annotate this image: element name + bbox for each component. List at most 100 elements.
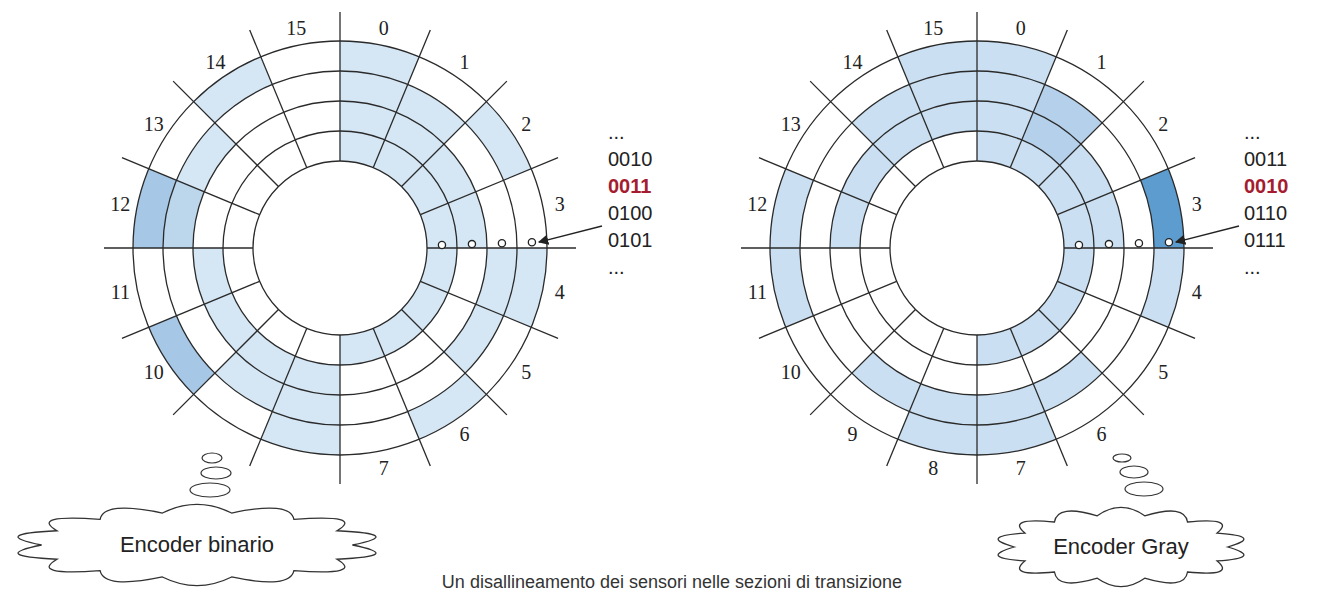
disk-segment: [977, 41, 1056, 84]
sector-number: 11: [748, 282, 767, 302]
code-word: 0111: [1244, 230, 1286, 250]
binary-disk: [104, 12, 602, 484]
sector-number: 15: [923, 18, 943, 38]
sector-line: [759, 158, 897, 215]
sector-line: [1064, 247, 1213, 248]
thought-bubble: [1113, 454, 1131, 462]
cloud-shape: [18, 504, 376, 585]
thought-bubble: [202, 453, 222, 463]
sector-number: 3: [555, 194, 565, 214]
disk-segment: [770, 169, 813, 248]
sector-line: [976, 335, 977, 484]
sector-number: 2: [1158, 114, 1168, 134]
sector-line: [887, 30, 944, 168]
disk-segment: [340, 328, 385, 365]
thought-cloud: Encoder Gray: [990, 503, 1252, 591]
code-word: 0011: [1244, 149, 1287, 169]
disk-segment: [1141, 248, 1184, 327]
disk-segment: [444, 304, 504, 373]
sensor-dot: [468, 240, 475, 247]
code-word: 0010: [1244, 176, 1289, 196]
sector-number: 14: [843, 52, 863, 72]
sensor-dot: [1165, 239, 1172, 246]
sector-line: [373, 30, 430, 168]
thought-bubble: [1120, 466, 1148, 478]
sensor-dot: [1075, 241, 1082, 248]
sector-number: 2: [521, 114, 531, 134]
disk-segment: [852, 352, 921, 412]
sector-number: 4: [1192, 282, 1202, 302]
cloud-text: Encoder Gray: [1053, 534, 1189, 560]
sector-number: 13: [781, 114, 801, 134]
sector-line: [810, 310, 915, 415]
sector-number: 7: [1016, 458, 1026, 478]
sector-number: 14: [206, 52, 226, 72]
code-word: 0110: [1244, 203, 1287, 223]
sensor-dot: [1135, 240, 1142, 247]
sector-line: [1057, 281, 1195, 338]
code-word: 0101: [608, 230, 653, 250]
sector-number: 13: [144, 114, 164, 134]
sector-number: 4: [555, 282, 565, 302]
sector-line: [427, 247, 576, 248]
sensor-dot: [1105, 240, 1112, 247]
disk-segment: [1141, 169, 1184, 248]
sector-line: [122, 281, 260, 338]
sector-line: [976, 12, 977, 161]
sensor-dot: [498, 240, 505, 247]
disk-segment: [176, 123, 236, 192]
cloud-shape: [998, 507, 1244, 586]
sector-number: 1: [459, 52, 469, 72]
sector-line: [1010, 328, 1067, 466]
pointer-arrow: [539, 226, 602, 242]
sector-line: [339, 12, 340, 161]
code-word: ...: [1244, 122, 1261, 142]
sector-number: 11: [111, 282, 130, 302]
thought-bubble: [190, 483, 230, 497]
sector-line: [887, 328, 944, 466]
sector-number: 5: [1158, 362, 1168, 382]
sector-number: 15: [286, 18, 306, 38]
disk-segment: [133, 169, 176, 248]
sector-number: 1: [1096, 52, 1106, 72]
disk-segment: [977, 328, 1022, 365]
code-word: ...: [608, 257, 625, 277]
sector-line: [420, 158, 558, 215]
disk-ring: [890, 161, 1064, 335]
thought-bubble: [201, 467, 231, 479]
sector-line: [250, 30, 307, 168]
sector-number: 5: [521, 362, 531, 382]
cloud-text: Encoder binario: [120, 532, 274, 558]
disk-segment: [261, 412, 340, 455]
sector-line: [1039, 81, 1144, 186]
sector-line: [810, 81, 915, 186]
disk-segment: [504, 248, 547, 327]
sector-number: 0: [379, 18, 389, 38]
disk-segment: [770, 248, 813, 327]
sector-line: [122, 158, 260, 215]
sector-number: 10: [144, 362, 164, 382]
sector-line: [1057, 158, 1195, 215]
thought-cloud: Encoder binario: [8, 500, 386, 590]
thought-bubble: [1125, 482, 1163, 496]
sector-number: 6: [459, 424, 469, 444]
sector-number: 8: [928, 458, 938, 478]
code-word: 0011: [608, 176, 651, 196]
disk-segment: [215, 352, 284, 412]
sector-line: [1010, 30, 1067, 168]
sector-line: [1039, 310, 1144, 415]
sector-number: 3: [1192, 194, 1202, 214]
sector-number: 12: [747, 194, 767, 214]
disk-segment: [340, 41, 419, 84]
sector-number: 10: [781, 362, 801, 382]
sensor-dot: [528, 239, 535, 246]
disk-segment: [1033, 84, 1102, 144]
sector-line: [104, 247, 253, 248]
sector-line: [402, 81, 507, 186]
gray-disk: [741, 12, 1239, 484]
pointer-arrow: [1176, 226, 1239, 242]
sector-line: [250, 328, 307, 466]
disk-segment: [977, 412, 1056, 455]
sector-line: [173, 81, 278, 186]
code-word: 0100: [608, 203, 653, 223]
